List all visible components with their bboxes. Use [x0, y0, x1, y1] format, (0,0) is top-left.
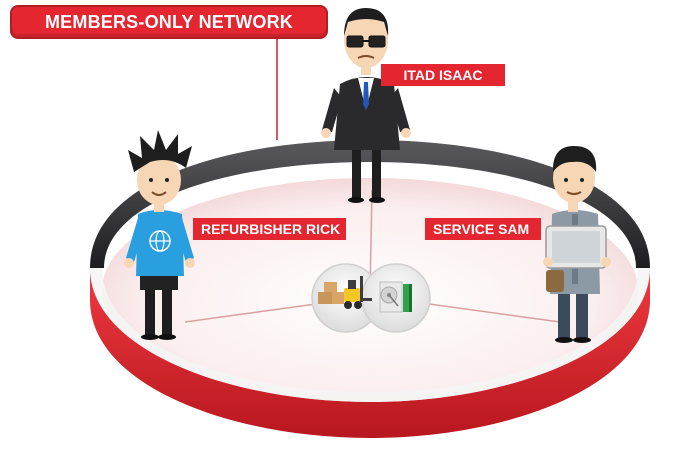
disk-drive-icon	[379, 281, 412, 313]
service-sam-label: SERVICE SAM	[425, 218, 541, 240]
ring-front-wall	[90, 268, 650, 438]
refurbisher-rick-figure	[124, 130, 195, 340]
members-only-network-title: MEMBERS-ONLY NETWORK	[10, 5, 328, 39]
warehouse-forklift-icon	[318, 276, 372, 309]
service-sam-figure	[543, 146, 611, 343]
itad-isaac-label: ITAD ISAAC	[381, 64, 505, 86]
refurbisher-rick-label: REFURBISHER RICK	[193, 218, 346, 240]
itad-isaac-figure	[321, 8, 411, 203]
ring-back-wall	[90, 140, 650, 268]
hub	[311, 263, 431, 333]
